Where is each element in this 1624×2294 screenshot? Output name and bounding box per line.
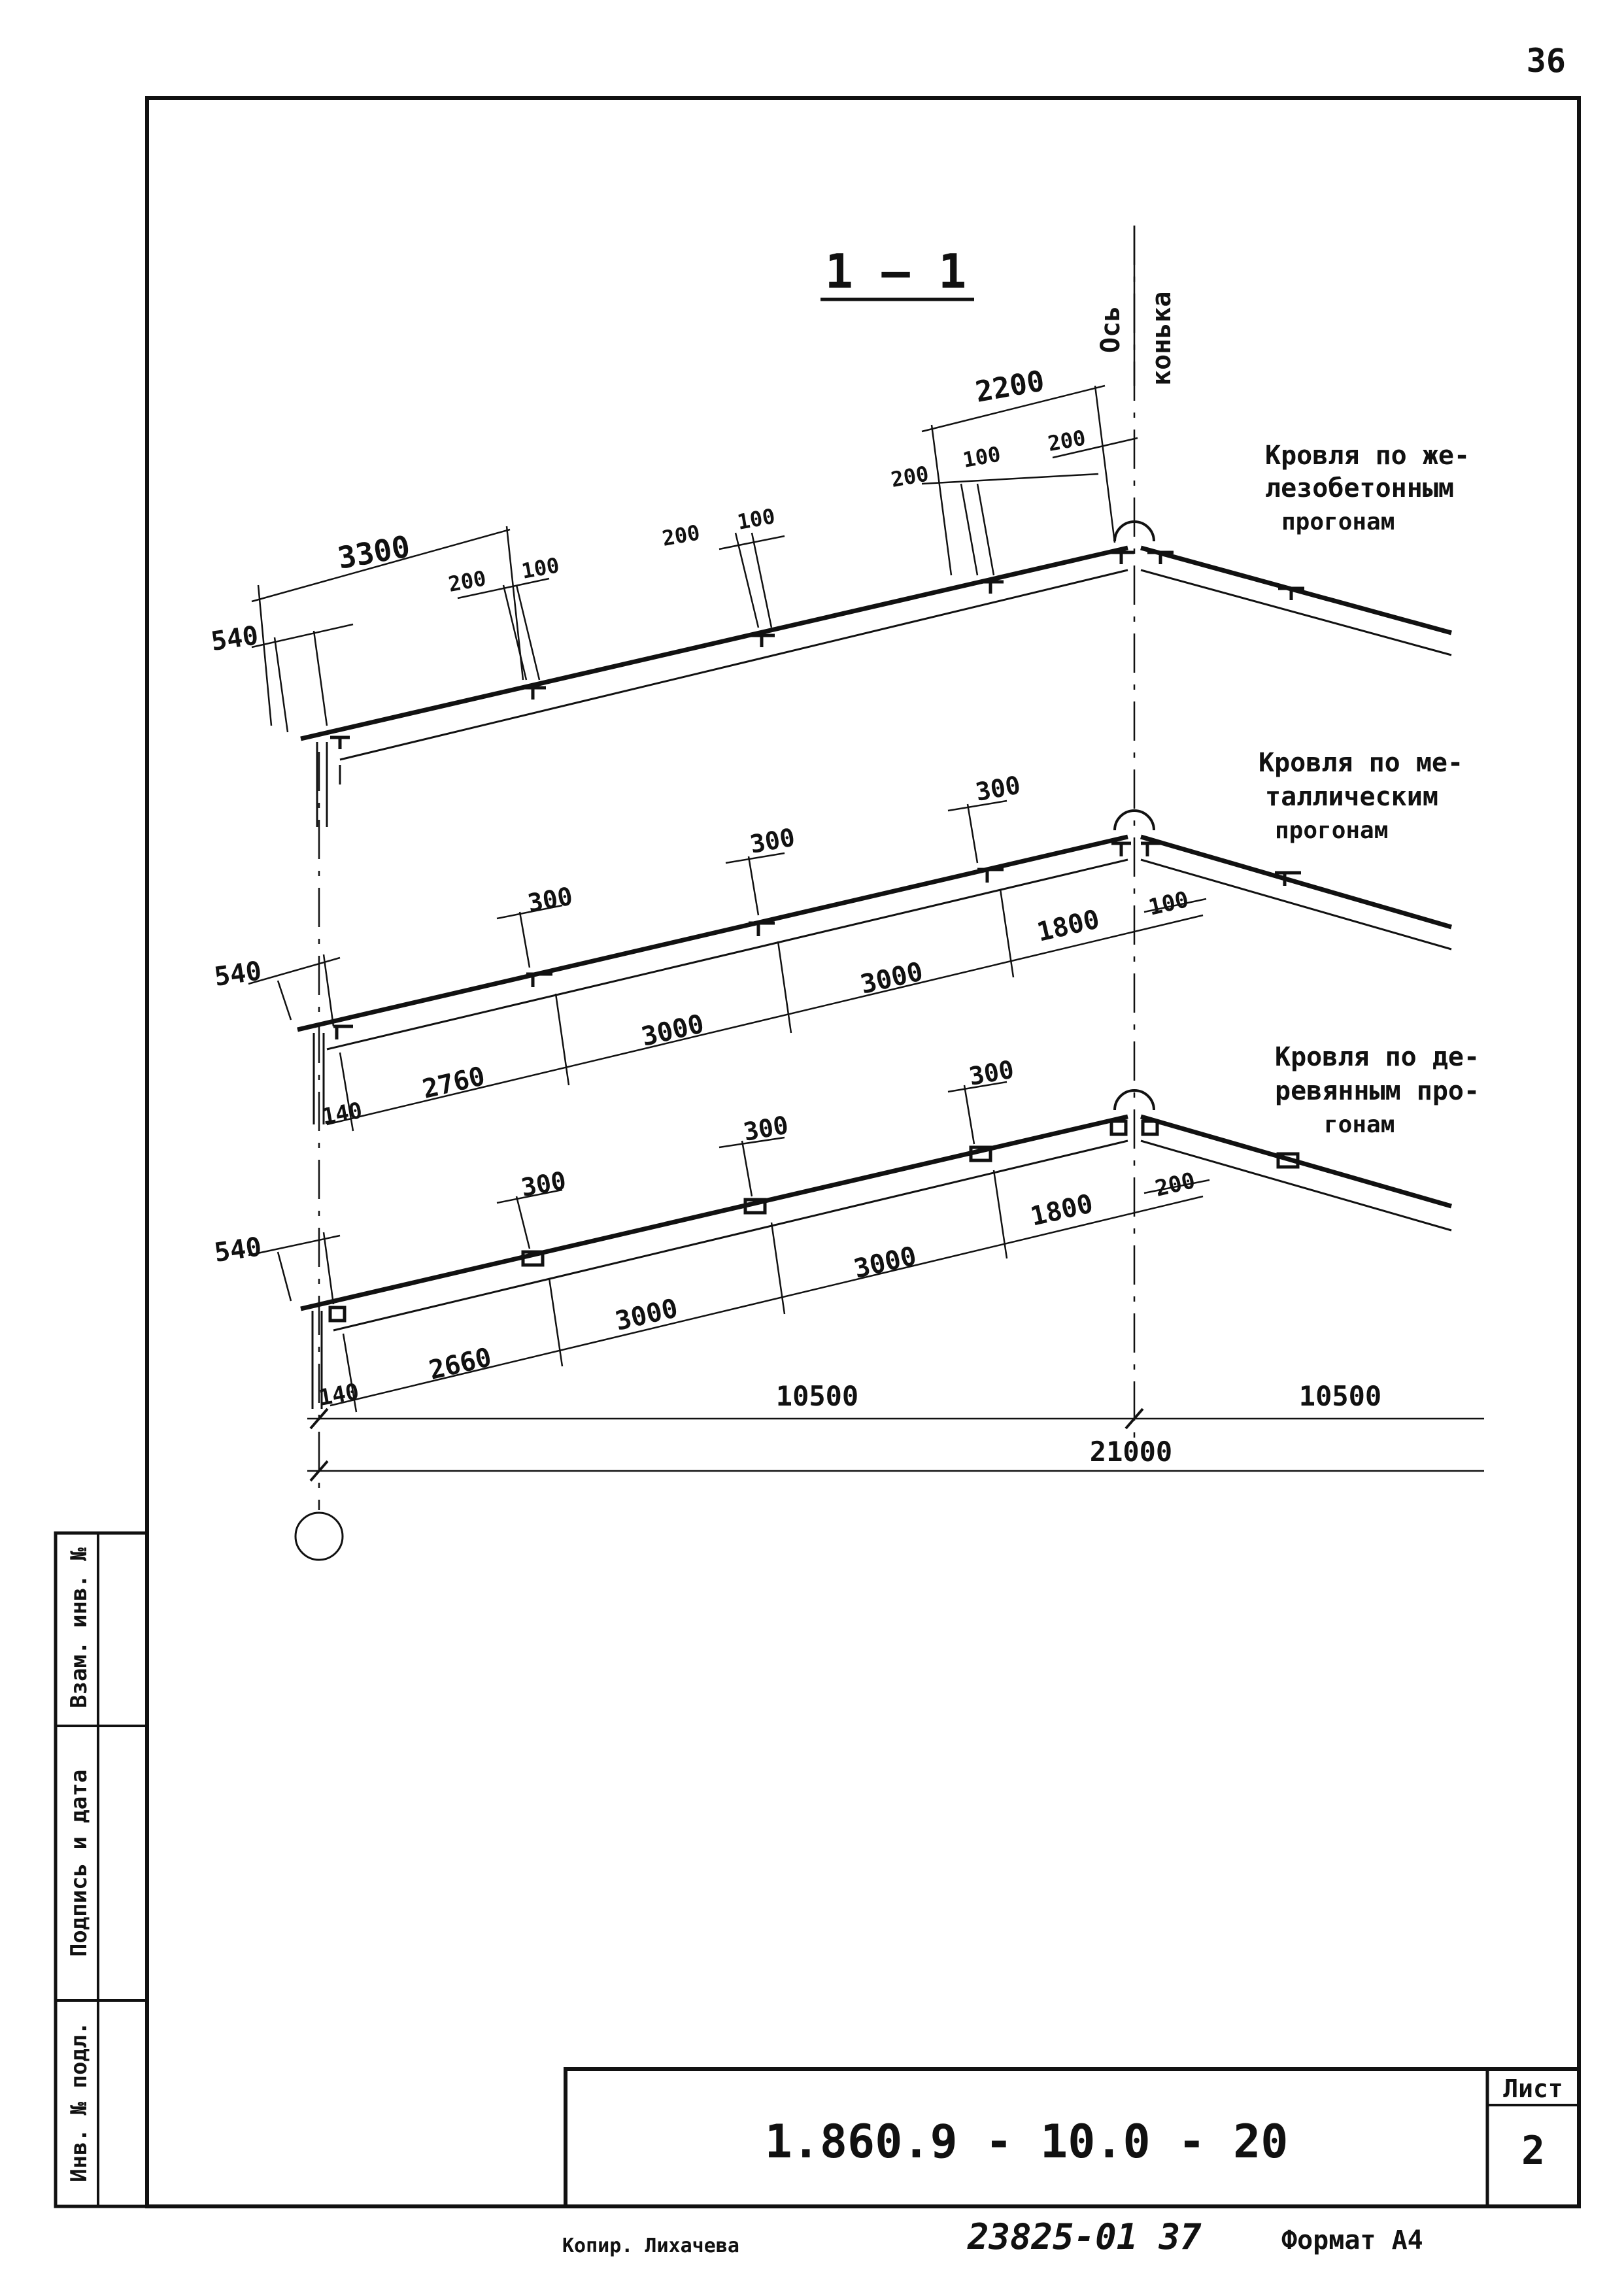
roof-slope-left [297, 834, 1128, 1032]
dim-lines [248, 1081, 1210, 1413]
ridge-cap [1113, 809, 1155, 831]
dim-100: 100 [1146, 886, 1191, 921]
section-2-title-line-2: таллическим [1265, 782, 1438, 812]
section-timber: 540 300 300 300 140 2660 3000 3000 1800 … [212, 1042, 1480, 1413]
dim-lines [251, 384, 1138, 733]
dim-200: 200 [1153, 1168, 1198, 1202]
roof-underside-right [1140, 1139, 1452, 1232]
dim-300b: 300 [748, 823, 797, 859]
roof-underside [333, 1139, 1128, 1332]
dim-3000a: 3000 [613, 1293, 681, 1336]
dim-100a: 100 [520, 552, 562, 583]
dim-3300: 3300 [335, 528, 413, 575]
dim-21000: 21000 [1090, 1436, 1172, 1468]
ridge-cap [1113, 520, 1155, 542]
dim-1800: 1800 [1028, 1189, 1096, 1232]
section-2-title-line-3: прогонам [1275, 817, 1388, 844]
dim-300c: 300 [967, 1055, 1016, 1091]
dim-3000b: 3000 [858, 956, 926, 1000]
section-metal: 540 300 300 300 140 2760 3000 3000 1800 … [212, 748, 1463, 1132]
purlins [328, 1119, 1300, 1323]
title-block: 1.860.9 - 10.0 - 20 Лист 2 [564, 2067, 1581, 2208]
purlins [330, 550, 1304, 749]
page-number: 36 [1527, 42, 1566, 80]
dim-3000a: 3000 [639, 1009, 707, 1052]
sheet-label: Лист [1503, 2074, 1563, 2103]
roof-underside-right [1140, 858, 1452, 951]
sheet-number: 2 [1521, 2128, 1545, 2174]
eave-wall [313, 1033, 325, 1124]
footer-order-number: 23825-01 37 [967, 2216, 1202, 2257]
doc-number: 1.860.9 - 10.0 - 20 [765, 2115, 1289, 2168]
dim-200a: 200 [447, 565, 488, 596]
roof-underside [339, 569, 1128, 761]
stamp-inv-original: Инв. № подл. [66, 2021, 92, 2182]
dim-2660: 2660 [426, 1342, 494, 1385]
section-1-title-line-2: лезобетонным [1265, 473, 1454, 503]
roof-slope-left [300, 545, 1128, 741]
dim-10500-right: 10500 [1299, 1380, 1381, 1412]
dim-ticks [309, 1408, 1144, 1482]
section-2-title-line-1: Кровля по ме- [1259, 748, 1463, 778]
footer-copied-by: Копир. Лихачева [562, 2235, 739, 2257]
section-mark: 1 – 1 [825, 244, 967, 299]
footer-format: Формат А4 [1281, 2225, 1423, 2255]
section-3-title-line-3: гонам [1324, 1111, 1395, 1138]
dim-200c: 200 [889, 461, 931, 492]
dim-300a: 300 [526, 882, 575, 918]
dim-100c: 100 [961, 441, 1003, 472]
dim-lines [248, 800, 1207, 1132]
dim-300b: 300 [741, 1111, 790, 1147]
ridge-axis-label-1: Ось [1096, 306, 1126, 353]
purlins [333, 841, 1301, 1039]
ridge-cap [1113, 1089, 1155, 1111]
bottom-dimensions: 10500 10500 21000 [307, 1380, 1484, 1482]
sheet-frame [145, 96, 1581, 2208]
ridge-axis-label-2: конька [1147, 292, 1177, 386]
roof-slope-left [300, 1114, 1128, 1311]
dim-140: 140 [320, 1098, 364, 1130]
dim-100b: 100 [736, 503, 777, 534]
dim-300c: 300 [973, 771, 1023, 807]
dim-10500-left: 10500 [776, 1380, 858, 1412]
dim-140: 140 [317, 1379, 361, 1411]
dim-540: 540 [209, 620, 260, 657]
roof-underside [326, 858, 1128, 1051]
axis-bubble [294, 1511, 344, 1561]
dim-200b: 200 [660, 520, 702, 550]
stamp-replacement-inv: Взам. инв. № [66, 1547, 92, 1708]
section-1-title-line-3: прогонам [1281, 509, 1395, 535]
dim-300a: 300 [519, 1166, 568, 1202]
roof-underside-right [1140, 569, 1452, 656]
side-stamp: Инв. № подл. Подпись и дата Взам. инв. № [54, 1531, 149, 2208]
dim-3000b: 3000 [851, 1241, 919, 1284]
roof-slope-right [1140, 834, 1452, 930]
stamp-signature-date: Подпись и дата [66, 1770, 92, 1957]
dim-2760: 2760 [420, 1061, 488, 1104]
dim-540: 540 [212, 1232, 263, 1268]
eave-wall [316, 742, 341, 827]
dim-540: 540 [212, 956, 263, 992]
eave-wall [311, 1311, 323, 1409]
section-3-title-line-1: Кровля по де- [1275, 1042, 1480, 1072]
section-1-title-line-1: Кровля по же- [1265, 441, 1470, 471]
section-3-title-line-2: ревянным про- [1275, 1076, 1480, 1106]
roof-slope-right [1140, 545, 1452, 635]
